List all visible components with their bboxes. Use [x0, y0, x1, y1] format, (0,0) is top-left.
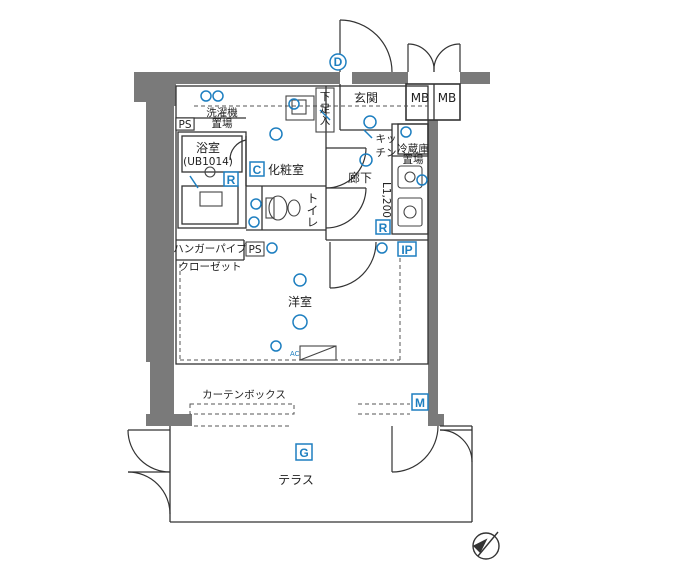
- svg-text:D: D: [334, 55, 343, 69]
- label-hanger: ハンガーパイプ: [173, 243, 247, 255]
- badge-mb1: MB: [411, 91, 430, 105]
- svg-text:AC: AC: [290, 351, 300, 358]
- svg-text:IP: IP: [401, 243, 412, 257]
- walls: [134, 72, 490, 426]
- label-hallway: 廊下: [348, 170, 372, 185]
- svg-text:PS: PS: [249, 244, 262, 256]
- label-fridge-place: 置場: [403, 153, 424, 166]
- svg-text:R: R: [227, 173, 236, 187]
- badge-d: D: [329, 53, 347, 71]
- label-bath-model: (UB1014): [183, 156, 233, 168]
- badge-mb2: MB: [438, 91, 457, 105]
- svg-text:MB: MB: [438, 91, 457, 105]
- label-kitchen-1: キッ: [376, 133, 397, 145]
- label-terrace: テラス: [278, 473, 314, 487]
- electrical-symbols: [189, 90, 428, 352]
- badge-ps2: PS: [245, 241, 265, 257]
- badges: C R R IP M G D PS: [175, 53, 457, 461]
- ac-unit: [299, 345, 337, 361]
- outlet-icon: [288, 98, 300, 110]
- badge-g: G: [295, 443, 313, 461]
- toilet-bowl: [268, 195, 288, 221]
- outlet-icon: [200, 90, 212, 102]
- label-washer: 洗濯機: [206, 106, 238, 119]
- badge-ps1: PS: [175, 117, 195, 131]
- light-fixture-icon: [363, 115, 377, 129]
- label-entrance: 玄関: [354, 90, 378, 105]
- svg-text:PS: PS: [179, 119, 192, 131]
- bathtub: [199, 191, 223, 207]
- badge-c: C: [249, 161, 265, 177]
- badge-ip: IP: [397, 241, 417, 257]
- label-fridge: 冷蔵庫: [397, 142, 429, 155]
- outlet-icon: [400, 126, 412, 138]
- light-fixture-icon: [269, 127, 283, 141]
- svg-text:C: C: [253, 163, 262, 177]
- vanity-sink: [287, 199, 301, 217]
- badge-m: M: [411, 393, 429, 411]
- label-shoe-3: 入: [320, 115, 331, 127]
- badge-r2: R: [375, 219, 391, 235]
- svg-text:M: M: [415, 396, 425, 410]
- interior-lines: [169, 83, 473, 523]
- label-curtain-box: カーテンボックス: [202, 389, 286, 401]
- svg-text:G: G: [299, 446, 308, 460]
- outlet-icon: [250, 198, 262, 210]
- label-washer-place: 置場: [212, 117, 233, 130]
- label-vanity: 化粧室: [268, 162, 304, 177]
- badge-r1: R: [223, 171, 239, 187]
- door-swings: [127, 19, 473, 515]
- svg-text:MB: MB: [411, 91, 430, 105]
- label-western-room: 洋室: [288, 294, 312, 309]
- outlet-icon: [270, 340, 282, 352]
- light-fixture-icon: [292, 314, 308, 330]
- label-shoe-2: 足: [320, 103, 331, 115]
- outlet-icon: [266, 242, 278, 254]
- dashed-lines: [179, 105, 428, 427]
- kitchen-sink: [397, 165, 423, 189]
- outlet-icon: [248, 216, 260, 228]
- label-bath: 浴室: [196, 140, 220, 155]
- label-closet: クローゼット: [179, 261, 242, 273]
- light-fixture-icon: [212, 90, 224, 102]
- fixtures: [199, 87, 423, 361]
- light-fixture-icon: [359, 153, 373, 167]
- bath-drain: [204, 166, 216, 178]
- label-shoe-1: 下: [320, 91, 331, 103]
- label-toilet: トイレ: [305, 192, 319, 228]
- label-kitchen-size: L1,200: [380, 182, 392, 218]
- outlet-icon: [416, 174, 428, 186]
- room-labels: 玄関 洗濯機 置場 浴室 (UB1014) 化粧室 廊下 トイレ キッ チン L…: [173, 90, 429, 487]
- outlet-icon: [376, 242, 388, 254]
- smoke-detector-icon: [293, 273, 307, 287]
- label-kitchen-2: チン: [376, 147, 397, 159]
- cooktop: [397, 197, 423, 227]
- shoe-box: [315, 87, 335, 133]
- badge-ac: AC: [290, 351, 300, 358]
- compass-north-icon: [472, 531, 500, 560]
- svg-text:R: R: [379, 221, 388, 235]
